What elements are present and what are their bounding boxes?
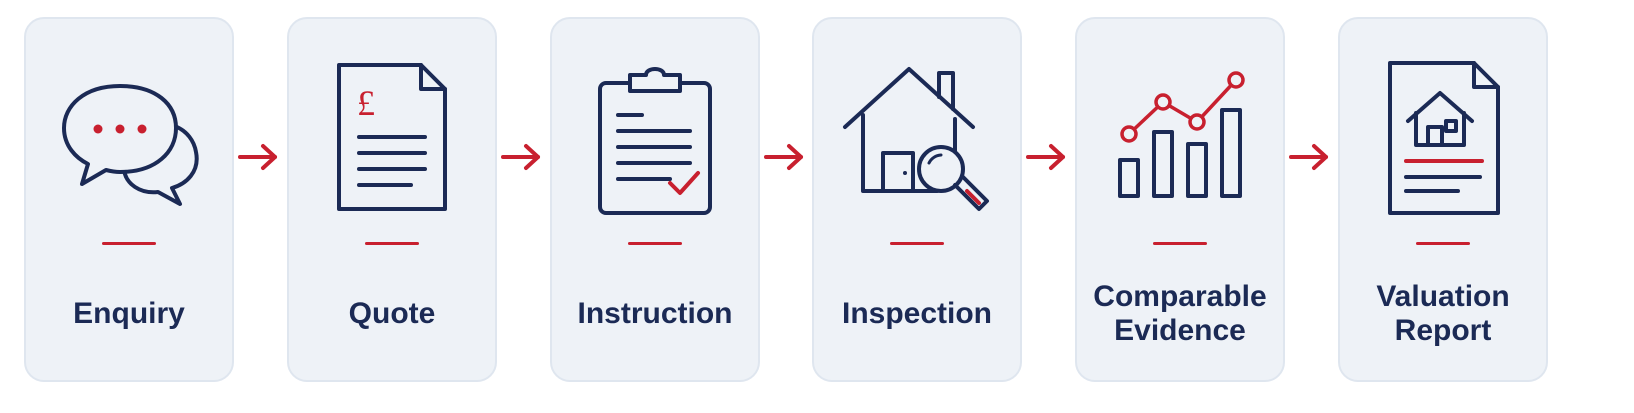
arrow-right-icon xyxy=(764,144,803,170)
pound-sign: £ xyxy=(357,83,375,123)
arrow-right-icon xyxy=(501,144,540,170)
step-label-valuation-report: Valuation Report xyxy=(1376,280,1510,347)
arrow-right-icon xyxy=(238,144,277,170)
step-label-instruction: Instruction xyxy=(577,297,733,330)
step-divider xyxy=(1416,242,1470,245)
clipboard-check-icon xyxy=(552,49,758,229)
step-label-quote: Quote xyxy=(348,297,436,330)
step-divider xyxy=(628,242,682,245)
house-magnifier-icon xyxy=(814,49,1020,229)
step-card-comparable-evidence: Comparable Evidence xyxy=(1075,17,1285,382)
step-card-instruction: Instruction xyxy=(550,17,760,382)
step-card-inspection: Inspection xyxy=(812,17,1022,382)
step-label-comparable-evidence: Comparable Evidence xyxy=(1093,280,1267,347)
bar-chart-trend-icon xyxy=(1077,49,1283,229)
step-card-valuation-report: Valuation Report xyxy=(1338,17,1548,382)
step-label-inspection: Inspection xyxy=(841,297,992,330)
chat-bubbles-icon xyxy=(26,49,232,229)
arrow-right-icon xyxy=(1026,144,1065,170)
step-divider xyxy=(365,242,419,245)
step-card-quote: £ Quote xyxy=(287,17,497,382)
step-divider xyxy=(102,242,156,245)
step-divider xyxy=(1153,242,1207,245)
house-report-icon xyxy=(1340,49,1546,229)
arrow-right-icon xyxy=(1289,144,1328,170)
step-label-enquiry: Enquiry xyxy=(73,297,185,330)
pound-document-icon: £ xyxy=(289,49,495,229)
step-card-enquiry: Enquiry xyxy=(24,17,234,382)
step-divider xyxy=(890,242,944,245)
